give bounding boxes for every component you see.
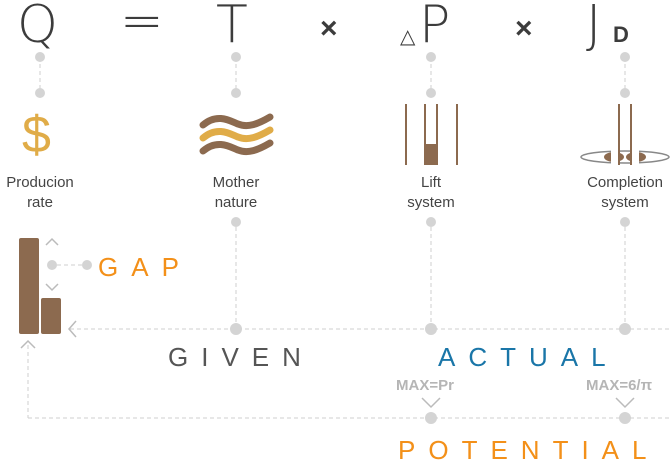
factor-label: nature bbox=[215, 194, 258, 211]
completion-icon bbox=[580, 104, 670, 166]
eq-delta: △ bbox=[400, 26, 416, 48]
eq-t: T bbox=[216, 0, 248, 55]
gap-bar-chart bbox=[19, 237, 92, 334]
factor-label: Producion bbox=[6, 174, 74, 191]
potential-connectors: MAX=Pr MAX=6/π bbox=[20, 339, 671, 424]
factor-label: rate bbox=[27, 194, 53, 211]
eq-p: P bbox=[419, 0, 450, 55]
eq-q: Q bbox=[17, 0, 58, 55]
eq-d: D bbox=[613, 22, 629, 47]
waves-icon bbox=[199, 113, 274, 156]
eq-equals: = bbox=[120, 0, 164, 51]
actual-bar bbox=[41, 298, 61, 334]
given-label: GIVEN bbox=[168, 342, 314, 372]
factor-label: Mother bbox=[213, 174, 260, 191]
factor-label: Lift bbox=[421, 174, 442, 191]
factor-label: Completion bbox=[587, 174, 663, 191]
potential-bar bbox=[19, 238, 39, 334]
connectors-top bbox=[35, 52, 630, 98]
factor-label: system bbox=[601, 194, 649, 211]
eq-j: J bbox=[586, 0, 601, 55]
eq-times-1: × bbox=[320, 12, 338, 45]
lift-pipe-icon bbox=[405, 104, 458, 165]
eq-times-2: × bbox=[515, 12, 533, 45]
actual-label: ACTUAL bbox=[438, 342, 619, 372]
connectors-mid bbox=[68, 217, 671, 338]
factor-label: system bbox=[407, 194, 455, 211]
max-pi-label: MAX=6/π bbox=[586, 377, 653, 394]
potential-label: POTENTIAL bbox=[398, 435, 659, 462]
max-pr-label: MAX=Pr bbox=[396, 377, 454, 394]
dollar-icon: $ bbox=[22, 106, 51, 164]
gap-label: GAP bbox=[98, 252, 192, 282]
